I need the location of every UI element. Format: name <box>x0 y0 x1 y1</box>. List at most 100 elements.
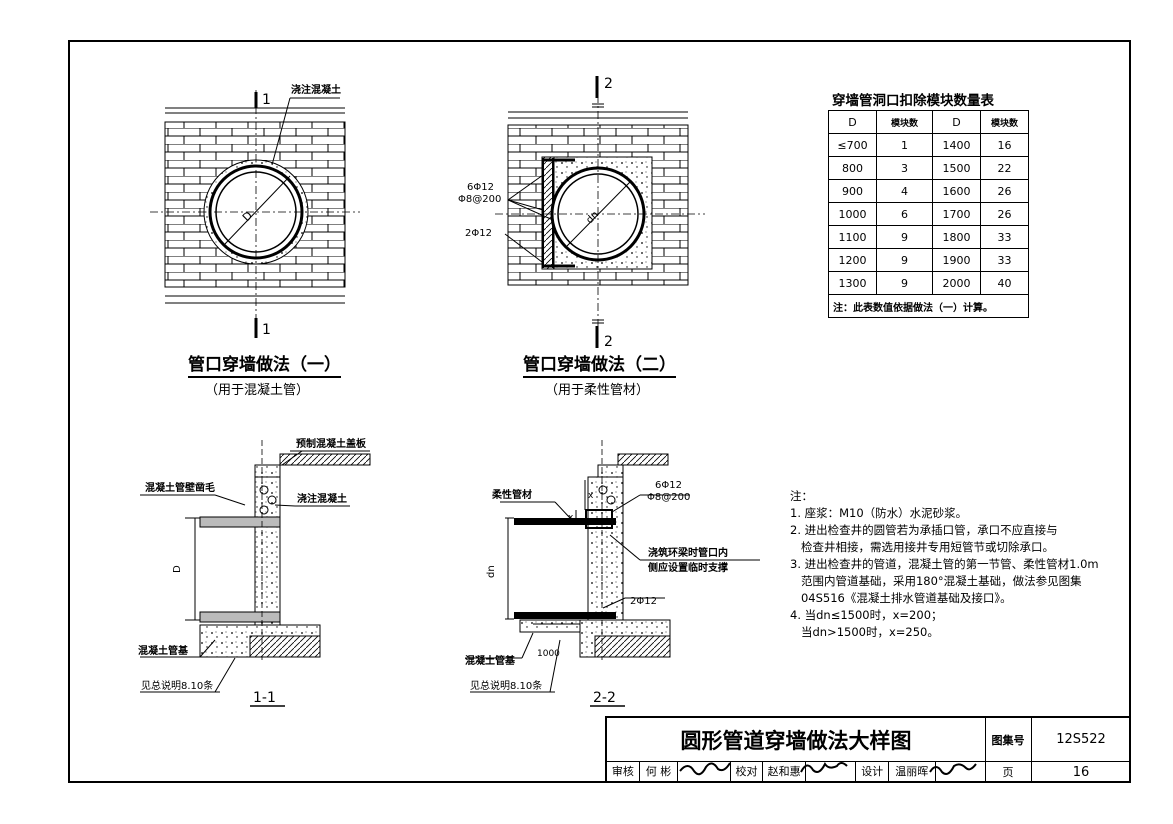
table-header: 模块数 <box>980 110 1029 134</box>
detail2-subtitle: （用于柔性管材） <box>545 383 650 398</box>
section2-base-label: 混凝土管基 <box>465 654 516 667</box>
table-cell: 800 <box>828 156 877 180</box>
section2-rebar2: Φ8@200 <box>647 492 690 503</box>
design-label: 设计 <box>856 761 890 783</box>
table-cell: 9 <box>876 225 933 249</box>
table-header: D <box>932 110 981 134</box>
section1-dim-label: D <box>172 565 183 573</box>
section1-wall-label: 混凝土管壁凿毛 <box>145 481 215 494</box>
table-header: 模块数 <box>876 110 933 134</box>
note-line: 范围内管道基础，采用180°混凝土基础，做法参见图集 <box>790 574 1082 588</box>
notes-block: 注： 1. 座浆：M10（防水）水泥砂浆。 2. 进出检查井的圆管若为承插口管，… <box>790 488 1099 641</box>
table-cell: 26 <box>980 202 1029 226</box>
note-line: 1. 座浆：M10（防水）水泥砂浆。 <box>790 506 968 520</box>
section2-pipe-label: 柔性管材 <box>491 488 532 501</box>
detail1-section-mark-bottom: 1 <box>262 322 271 338</box>
drawing-frame <box>68 40 1131 783</box>
section2-support-line2: 侧应设置临时支撑 <box>648 561 728 574</box>
drawing-title: 圆形管道穿墙做法大样图 <box>607 718 986 762</box>
section2-note-label: 见总说明8.10条 <box>470 679 542 692</box>
table-cell: 1300 <box>828 271 877 295</box>
detail1-title: 管口穿墙做法（一） <box>188 350 341 378</box>
detail1-elevation <box>150 90 360 338</box>
title-block: 圆形管道穿墙做法大样图 图集号 12S522 审核 何 彬 校对 赵和惠 设计 … <box>605 716 1131 783</box>
page-label: 页 <box>985 761 1032 783</box>
section2-rebar3: 2Φ12 <box>630 596 657 607</box>
table-cell: 1600 <box>932 179 981 203</box>
reviewer-signature <box>678 761 731 783</box>
detail2-rebar2: Φ8@200 <box>458 194 501 205</box>
section1-concrete-label: 浇注混凝土 <box>297 492 347 505</box>
table-cell: 6 <box>876 202 933 226</box>
table-cell: 40 <box>980 271 1029 295</box>
section1-slab-label: 预制混凝土盖板 <box>296 437 367 450</box>
signature-row: 审核 何 彬 校对 赵和惠 设计 温丽晖 <box>607 761 986 783</box>
detail1-concrete-label: 浇注混凝土 <box>291 83 341 96</box>
table-cell: 1800 <box>932 225 981 249</box>
section2-rebar1: 6Φ12 <box>655 480 682 491</box>
detail1-subtitle: （用于混凝土管） <box>205 383 310 398</box>
detail2-rebar3: 2Φ12 <box>465 228 492 239</box>
table-header: D <box>828 110 877 134</box>
section1-title: 1-1 <box>253 690 276 706</box>
detail2-section-mark-top: 2 <box>604 76 613 92</box>
section1-note-label: 见总说明8.10条 <box>141 679 213 692</box>
section2-title: 2-2 <box>593 690 616 706</box>
table-cell: 9 <box>876 248 933 272</box>
section2-support-line1: 浇筑环梁时管口内 <box>648 546 728 559</box>
detail2-section-mark-bottom: 2 <box>604 334 613 350</box>
note-line: 2. 进出检查井的圆管若为承插口管，承口不应直接与 <box>790 523 1058 537</box>
note-line: 当dn>1500时，x=250。 <box>790 625 939 639</box>
review-label: 审核 <box>607 761 640 783</box>
table-cell: 2000 <box>932 271 981 295</box>
table-cell: 1100 <box>828 225 877 249</box>
reviewer-name: 何 彬 <box>640 761 679 783</box>
table-cell: 1000 <box>828 202 877 226</box>
table-cell: 9 <box>876 271 933 295</box>
check-label: 校对 <box>731 761 764 783</box>
detail1-section-mark-top: 1 <box>262 92 271 108</box>
table-cell: 1500 <box>932 156 981 180</box>
section2-dim-1000: 1000 <box>537 649 560 659</box>
table-cell: 3 <box>876 156 933 180</box>
section2-dim-label: dn <box>486 565 497 578</box>
table-cell: 1400 <box>932 133 981 157</box>
table-cell: 1700 <box>932 202 981 226</box>
section1-drawing <box>140 440 371 707</box>
table-cell: 1 <box>876 133 933 157</box>
table-cell: 900 <box>828 179 877 203</box>
page-number: 16 <box>1072 764 1090 780</box>
table-cell: 33 <box>980 248 1029 272</box>
section2-drawing <box>465 440 760 707</box>
note-line: 4. 当dn≤1500时，x=200； <box>790 608 943 622</box>
detail2-title: 管口穿墙做法（二） <box>523 350 676 378</box>
detail2-rebar1: 6Φ12 <box>467 182 494 193</box>
atlas-number: 12S522 <box>1031 718 1131 762</box>
section2-x-bottom: x <box>568 513 574 523</box>
checker-signature <box>806 761 857 783</box>
table-cell: 4 <box>876 179 933 203</box>
table-note: 注：此表数值依据做法（一）计算。 <box>828 294 1029 318</box>
table-cell: 16 <box>980 133 1029 157</box>
table-cell: 22 <box>980 156 1029 180</box>
table-cell: 1200 <box>828 248 877 272</box>
note-line: 04S516《混凝土排水管道基础及接口》。 <box>790 591 1012 605</box>
section1-base-label: 混凝土管基 <box>138 644 189 657</box>
table-note-row: 注：此表数值依据做法（一）计算。 <box>828 294 1029 318</box>
designer-name: 温丽晖 <box>889 761 936 783</box>
checker-name: 赵和惠 <box>763 761 806 783</box>
note-line: 检查井相接，需选用接井专用短管节或切除承口。 <box>790 540 1054 554</box>
table-cell: 26 <box>980 179 1029 203</box>
atlas-label: 图集号 <box>985 718 1032 762</box>
table-cell: 33 <box>980 225 1029 249</box>
table-cell: ≤700 <box>828 133 877 157</box>
